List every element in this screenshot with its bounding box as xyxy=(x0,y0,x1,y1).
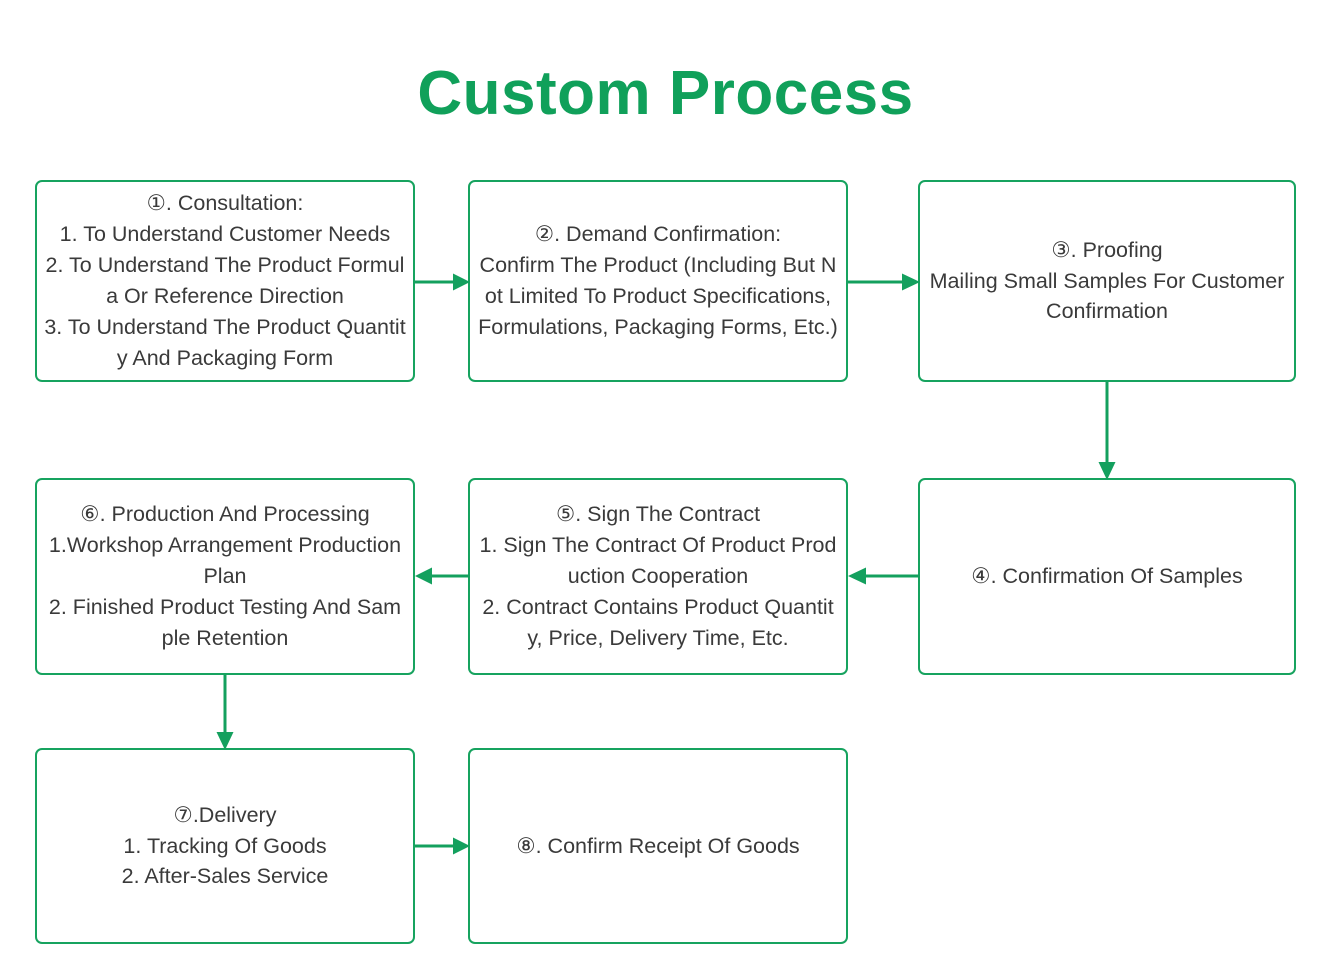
process-step-1-text: ①. Consultation: 1. To Understand Custom… xyxy=(44,191,406,370)
arrow-right-icon-step1-to-step2 xyxy=(415,268,470,296)
process-step-6-text: ⑥. Production And Processing 1.Workshop … xyxy=(48,502,402,650)
page-title: Custom Process xyxy=(417,59,914,128)
arrow-left-icon-step4-to-step5 xyxy=(848,562,920,590)
process-step-4-text: ④. Confirmation Of Samples xyxy=(971,564,1243,589)
process-step-2-demand-confirmation: ②. Demand Confirmation: Confirm The Prod… xyxy=(468,180,848,382)
process-step-8-confirm-receipt-of-goods: ⑧. Confirm Receipt Of Goods xyxy=(468,748,848,944)
arrow-right-icon-step7-to-step8 xyxy=(415,832,470,860)
process-step-2-text: ②. Demand Confirmation: Confirm The Prod… xyxy=(478,222,838,339)
process-step-1-consultation: ①. Consultation: 1. To Understand Custom… xyxy=(35,180,415,382)
process-step-7-text: ⑦.Delivery 1. Tracking Of Goods 2. After… xyxy=(121,802,329,889)
arrow-down-icon-step6-to-step7 xyxy=(211,675,239,750)
process-step-3-proofing: ③. Proofing Mailing Small Samples For Cu… xyxy=(918,180,1296,382)
arrow-down-icon-step3-to-step4 xyxy=(1093,382,1121,480)
arrow-left-icon-step5-to-step6 xyxy=(415,562,470,590)
process-step-4-confirmation-of-samples: ④. Confirmation Of Samples xyxy=(918,478,1296,675)
process-step-3-text: ③. Proofing Mailing Small Samples For Cu… xyxy=(929,237,1285,324)
process-step-7-delivery: ⑦.Delivery 1. Tracking Of Goods 2. After… xyxy=(35,748,415,944)
process-step-5-text: ⑤. Sign The Contract 1. Sign The Contrac… xyxy=(479,502,837,650)
process-step-5-sign-the-contract: ⑤. Sign The Contract 1. Sign The Contrac… xyxy=(468,478,848,675)
process-step-6-production-and-processing: ⑥. Production And Processing 1.Workshop … xyxy=(35,478,415,675)
process-step-8-text: ⑧. Confirm Receipt Of Goods xyxy=(516,833,800,858)
arrow-right-icon-step2-to-step3 xyxy=(848,268,920,296)
